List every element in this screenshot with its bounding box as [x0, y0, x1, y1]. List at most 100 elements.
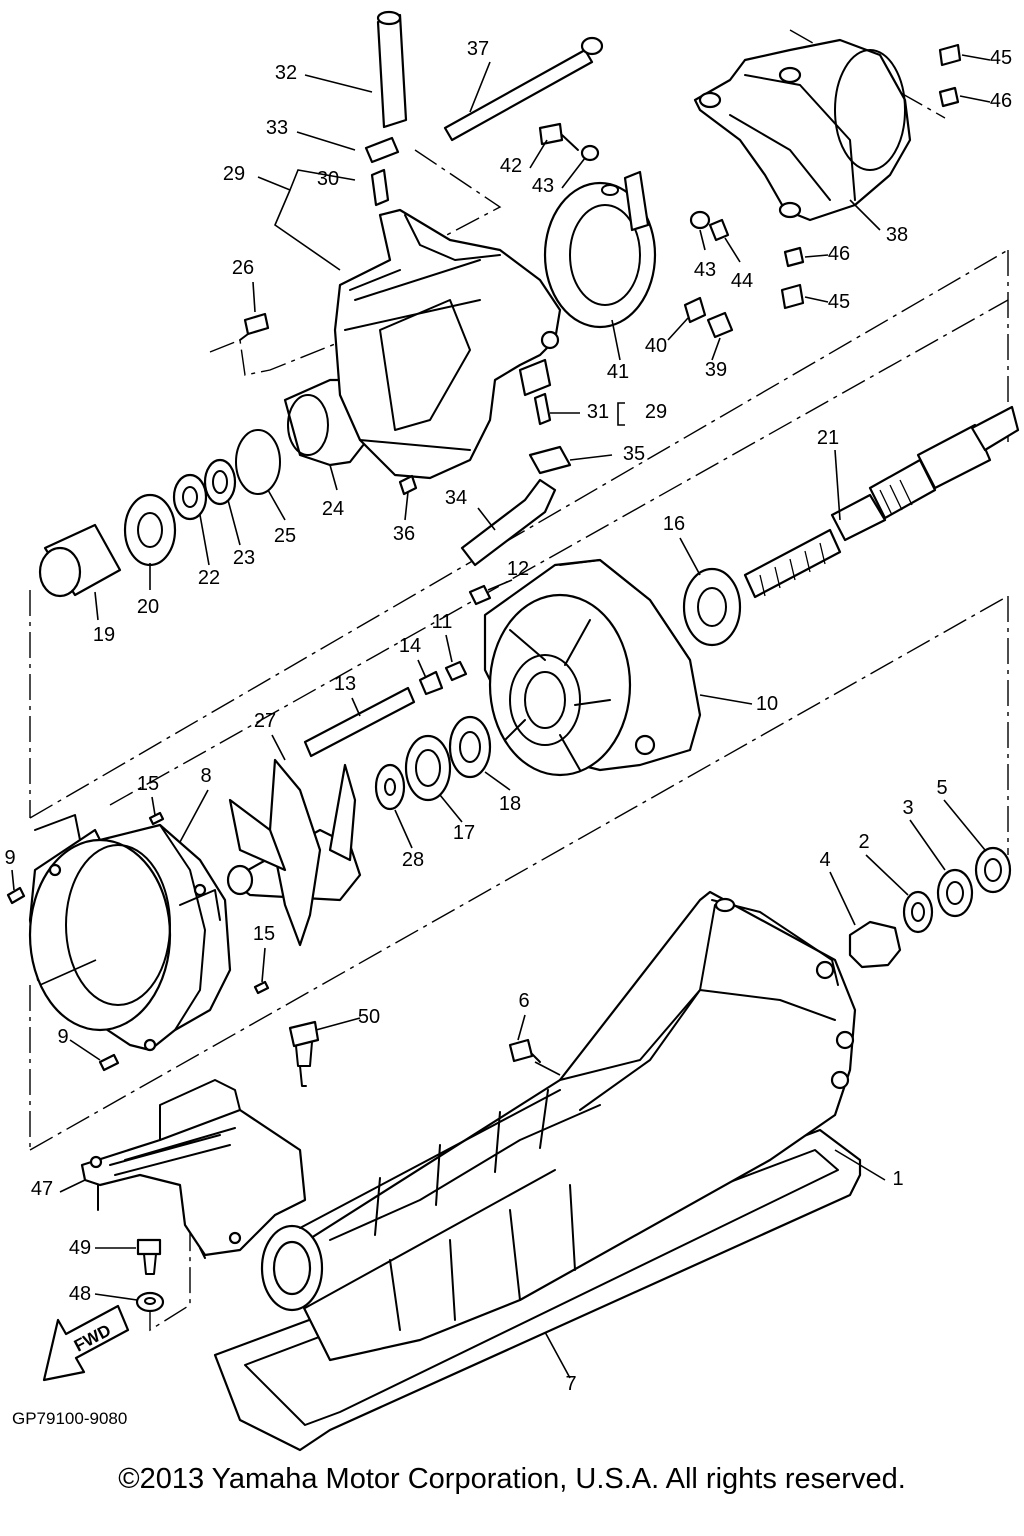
cap-12 — [468, 584, 492, 606]
callout-22: 22 — [198, 567, 220, 589]
callout-23: 23 — [233, 547, 255, 569]
callout-46b: 46 — [828, 243, 850, 265]
pin-15a — [148, 811, 165, 826]
callout-45b: 45 — [828, 291, 850, 313]
bolt-45b — [780, 283, 805, 310]
callout-41: 41 — [607, 361, 629, 383]
plug-50 — [288, 1020, 320, 1048]
drive-shaft-21 — [743, 405, 1020, 599]
pin-36 — [398, 474, 418, 496]
dowel-9b — [98, 1053, 120, 1072]
forward-direction-arrow: FWD — [42, 1304, 130, 1382]
callout-21: 21 — [817, 427, 839, 449]
nozzle-cover-group — [80, 1020, 320, 1313]
callout-5: 5 — [936, 777, 947, 799]
seal-18 — [448, 715, 492, 779]
clamp-35 — [528, 445, 572, 475]
washer-28 — [374, 763, 406, 811]
nut-44 — [708, 218, 730, 242]
callout-3: 3 — [902, 797, 913, 819]
nozzle-duct-29 — [333, 168, 562, 496]
jet-housing — [298, 890, 857, 1362]
drawing-reference: GP79100-9080 — [12, 1409, 127, 1428]
dowel-9a — [6, 886, 26, 905]
callout-9b: 9 — [57, 1026, 68, 1048]
callout-37: 37 — [467, 38, 489, 60]
washer-22 — [172, 473, 208, 521]
callout-11: 11 — [432, 611, 453, 633]
bolt-6 — [508, 1038, 534, 1063]
callout-39: 39 — [705, 359, 727, 381]
callout-46a: 46 — [990, 90, 1012, 112]
nipple-30 — [370, 168, 390, 207]
callout-27: 27 — [254, 710, 276, 732]
front-bearing-group — [38, 378, 377, 598]
bolt-49 — [136, 1238, 162, 1256]
callout-44: 44 — [731, 270, 753, 292]
o-ring-25 — [235, 429, 281, 495]
washer-43a — [580, 144, 600, 162]
callout-8: 8 — [200, 765, 211, 787]
duct-housing-8 — [6, 811, 270, 1072]
bearing-16 — [682, 567, 742, 647]
callout-12: 12 — [507, 558, 529, 580]
callout-29b: 29 — [645, 401, 667, 423]
callout-14: 14 — [399, 635, 421, 657]
washer-43b — [689, 210, 711, 230]
tube-13 — [303, 686, 416, 758]
callout-32: 32 — [275, 62, 297, 84]
copyright-notice: ©2013 Yamaha Motor Corporation, U.S.A. A… — [118, 1463, 906, 1495]
callout-15a: 15 — [137, 773, 159, 795]
reverse-bucket-38 — [693, 38, 962, 310]
callout-49: 49 — [69, 1237, 91, 1259]
callout-28: 28 — [402, 849, 424, 871]
bolt-39 — [706, 311, 734, 339]
bushing-40 — [683, 296, 707, 324]
seal-23 — [203, 458, 237, 506]
spline-group — [848, 846, 1012, 969]
callout-35: 35 — [623, 443, 645, 465]
callout-43a: 43 — [532, 175, 554, 197]
callout-48: 48 — [69, 1283, 91, 1305]
callout-40: 40 — [645, 335, 667, 357]
hose-32 — [376, 13, 408, 129]
callout-4: 4 — [819, 849, 830, 871]
callout-9a: 9 — [4, 847, 15, 869]
clamp-33 — [364, 136, 400, 164]
bearing-17 — [404, 734, 452, 802]
impeller-27 — [226, 758, 362, 947]
pump-casing-10 — [418, 558, 702, 777]
callout-16: 16 — [663, 513, 685, 535]
callout-26: 26 — [232, 257, 254, 279]
callout-24: 24 — [322, 498, 344, 520]
callout-47: 47 — [31, 1178, 53, 1200]
callout-29a: 29 — [223, 163, 245, 185]
callout-25: 25 — [274, 525, 296, 547]
hose-34 — [460, 478, 557, 567]
bolt-26 — [243, 312, 270, 336]
callout-31: 31 — [587, 401, 609, 423]
rod-37 — [443, 48, 594, 142]
steering-ring-41 — [538, 122, 734, 339]
callout-6: 6 — [518, 990, 529, 1012]
pump-housing-assembly — [213, 890, 862, 1452]
callout-19: 19 — [93, 624, 115, 646]
leader-lines — [11, 54, 991, 1379]
callout-34: 34 — [445, 487, 467, 509]
callout-38: 38 — [886, 224, 908, 246]
callout-13: 13 — [334, 673, 356, 695]
washer-48 — [135, 1291, 165, 1313]
fitting-31 — [533, 392, 552, 426]
bushing-3 — [936, 868, 974, 918]
collar-46a — [938, 86, 960, 108]
cap-5 — [974, 846, 1012, 894]
callout-1: 1 — [892, 1168, 903, 1190]
clamp-14 — [418, 670, 444, 696]
callout-42: 42 — [500, 155, 522, 177]
pin-15b — [253, 980, 270, 995]
fitting-11 — [444, 660, 468, 682]
callout-2: 2 — [858, 831, 869, 853]
gear-4 — [848, 920, 902, 969]
bolt-42 — [538, 122, 564, 146]
callout-10: 10 — [756, 693, 778, 715]
